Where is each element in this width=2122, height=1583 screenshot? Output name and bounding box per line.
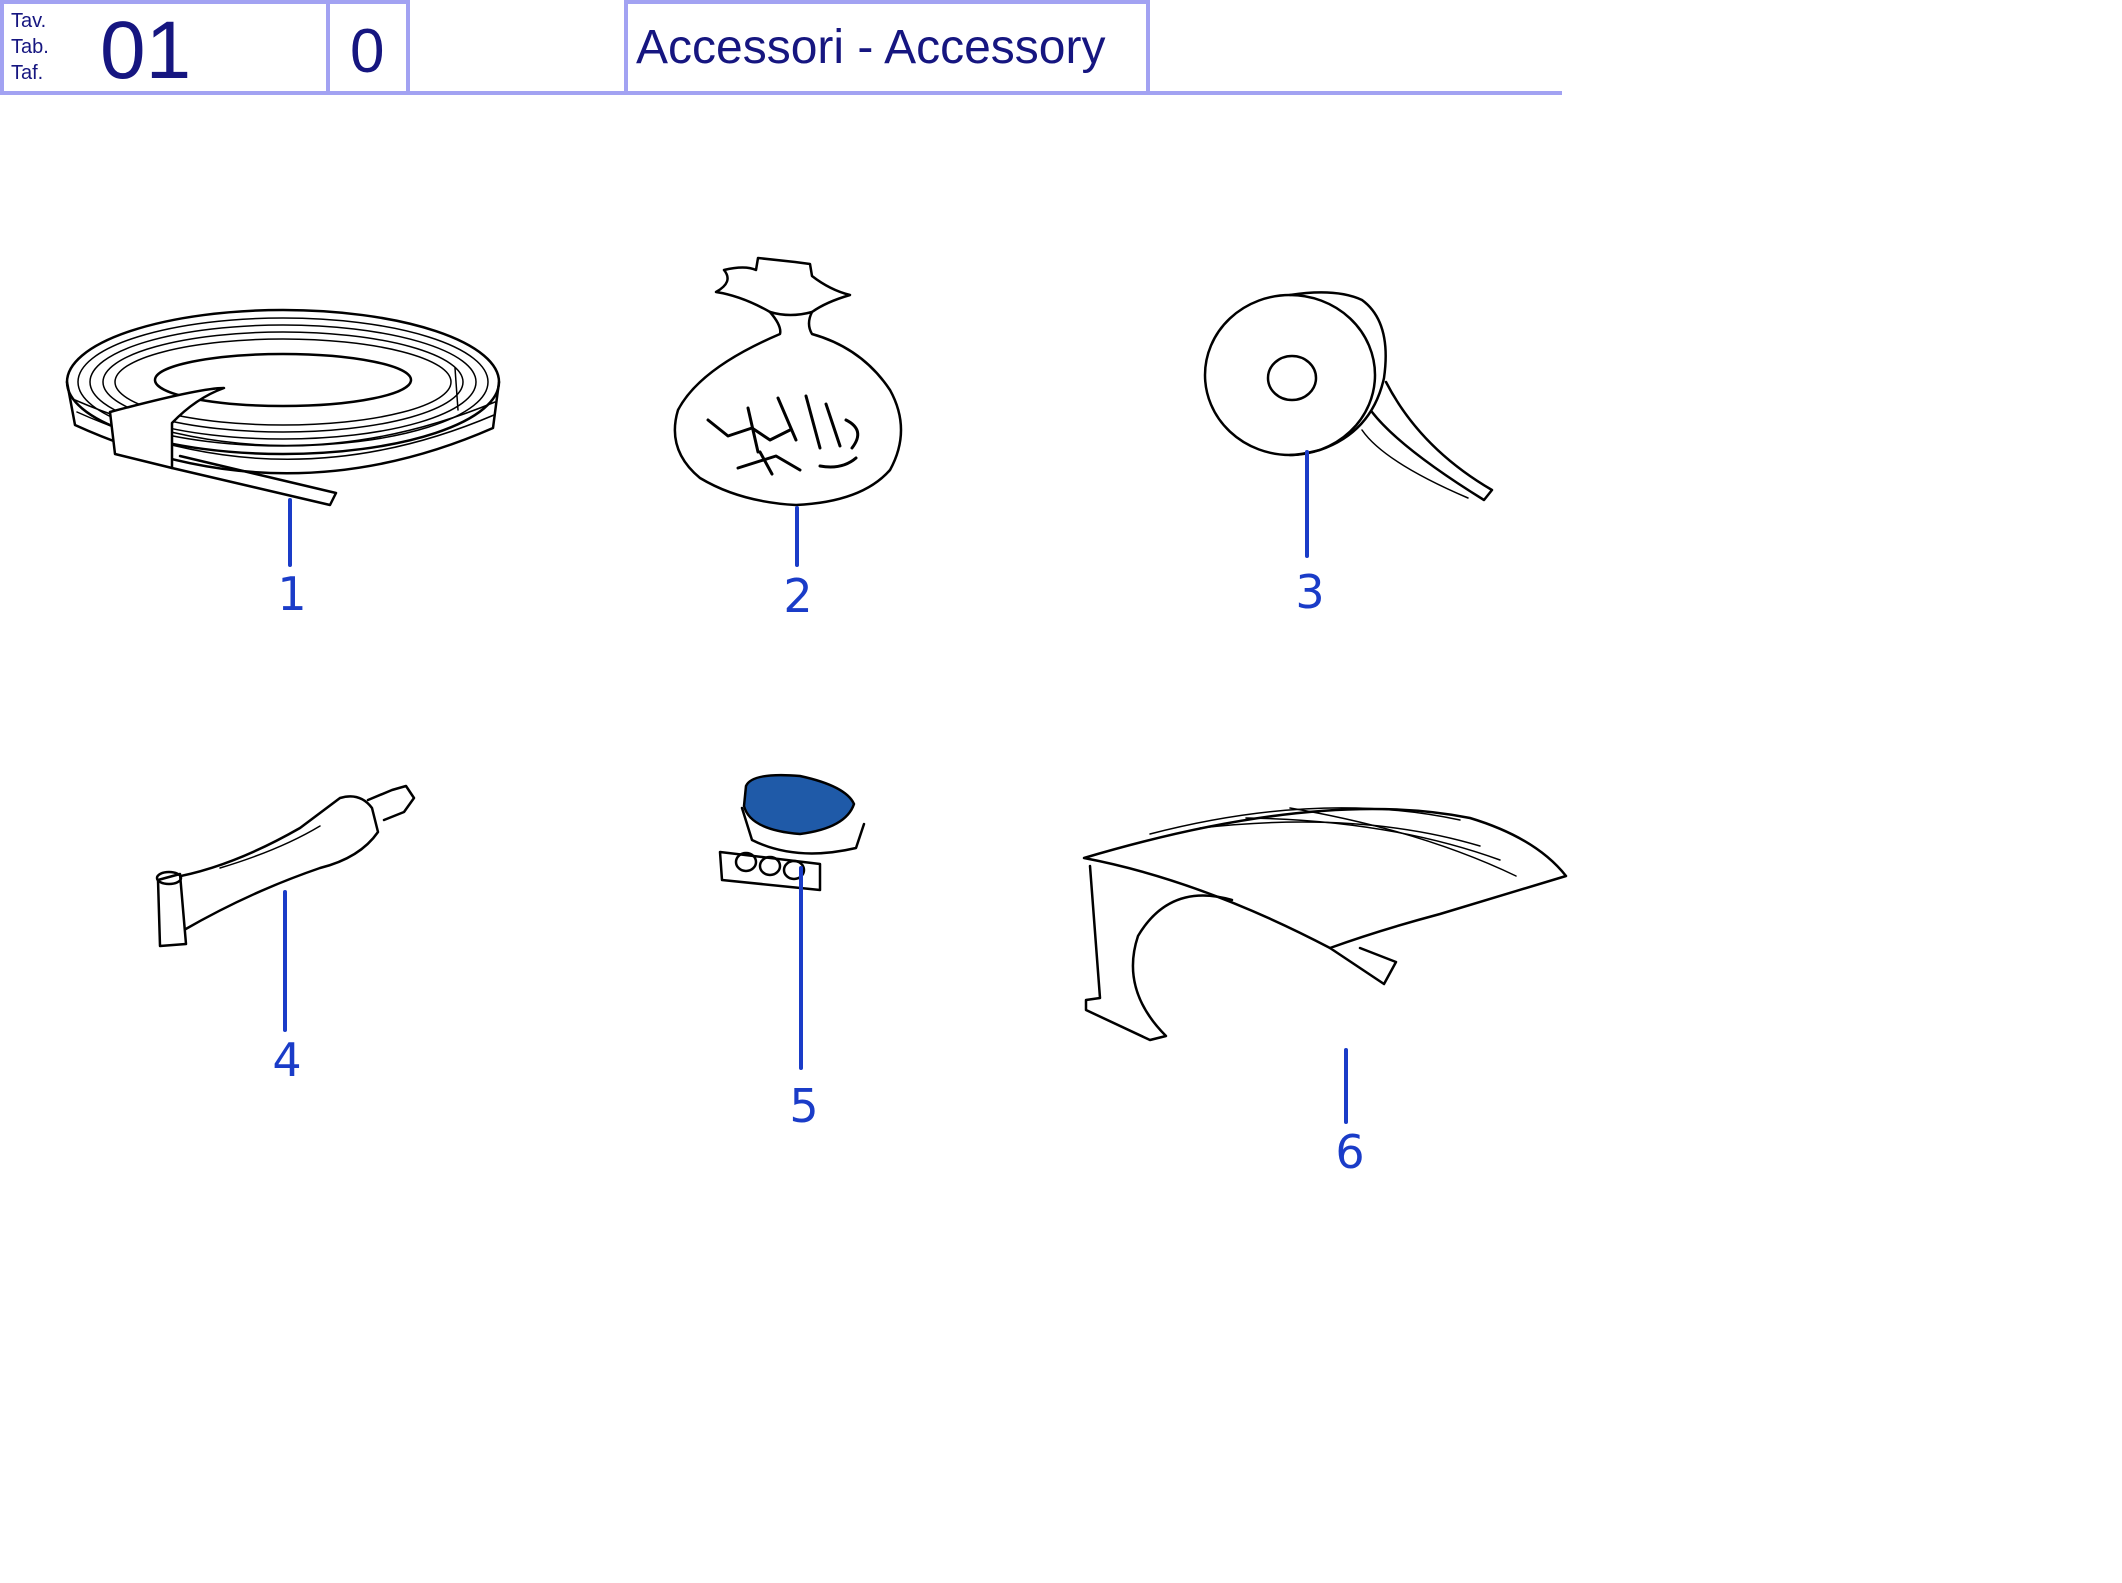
table-number: 01	[100, 5, 192, 96]
title-box	[624, 0, 1150, 95]
callout-4: 4	[272, 1033, 302, 1087]
table-labels: Tav. Tab. Taf.	[11, 8, 49, 86]
revision-box: 0	[326, 0, 410, 95]
callout-5: 5	[789, 1079, 819, 1133]
leader-lines	[283, 450, 1348, 1124]
callout-2: 2	[783, 569, 813, 623]
callout-3: 3	[1295, 565, 1325, 619]
callout-1: 1	[277, 567, 307, 621]
table-label-en: Tab.	[11, 36, 49, 58]
callout-6: 6	[1335, 1125, 1365, 1179]
table-label-de: Taf.	[11, 62, 44, 84]
table-number-box: Tav. Tab. Taf. 01	[0, 0, 330, 96]
page-title: Accessori - Accessory	[636, 21, 1106, 74]
exploded-parts-drawing	[65, 256, 1568, 1124]
revision-number: 0	[350, 17, 385, 86]
grease-tube-icon	[155, 784, 416, 948]
wire-connector-icon	[718, 773, 866, 892]
wire-coil-icon	[65, 308, 501, 507]
tape-roll-icon	[1203, 291, 1494, 502]
pegs-bag-icon	[673, 256, 903, 507]
table-label-it: Tav.	[11, 10, 47, 32]
roof-shelter-icon	[1082, 807, 1568, 1042]
